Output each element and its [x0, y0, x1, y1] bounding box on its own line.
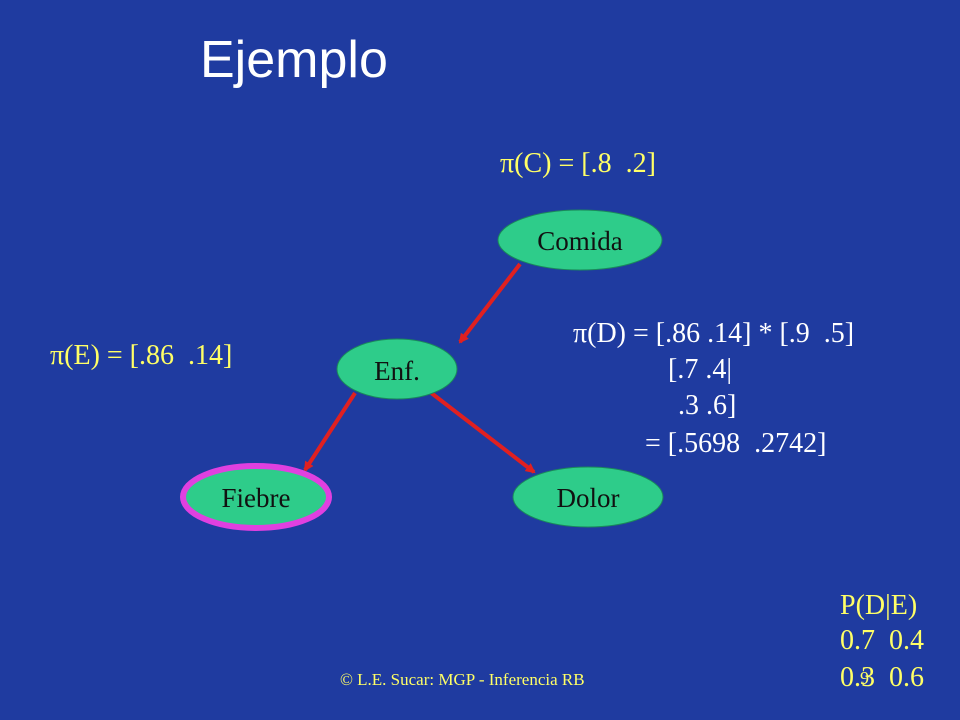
- slide-title: Ejemplo: [200, 31, 388, 89]
- node-enf[interactable]: Enf.: [336, 338, 458, 400]
- pi-d-line-4: = [.5698 .2742]: [645, 428, 827, 459]
- edge-enf-dolor: [428, 390, 536, 474]
- pi-d-line-3: .3 .6]: [678, 390, 737, 421]
- pi-d-line-2: [.7 .4|: [668, 354, 732, 385]
- edge-enf-fiebre: [303, 391, 357, 472]
- node-fiebre-label: Fiebre: [222, 483, 291, 513]
- pi-d-line-1: π(D) = [.86 .14] * [.9 .5]: [573, 318, 855, 349]
- cpt-title: P(D|E): [840, 590, 918, 621]
- node-fiebre[interactable]: Fiebre: [180, 463, 332, 531]
- evidence-highlight-ring: [180, 463, 332, 531]
- edge-comida-enf: [458, 262, 522, 344]
- cpt-row-1: 0.7 0.4: [840, 625, 924, 656]
- page-number: 9: [860, 668, 869, 688]
- node-comida[interactable]: Comida: [497, 209, 663, 271]
- slide-footer: © L.E. Sucar: MGP - Inferencia RB: [340, 670, 585, 689]
- cpt-row-2: 0.3 0.6: [840, 662, 924, 693]
- node-enf-label: Enf.: [374, 356, 420, 386]
- node-dolor-label: Dolor: [557, 483, 620, 513]
- pi-e-annotation: π(E) = [.86 .14]: [50, 340, 233, 371]
- node-dolor[interactable]: Dolor: [512, 466, 664, 528]
- pi-c-annotation: π(C) = [.8 .2]: [500, 148, 656, 179]
- node-comida-label: Comida: [537, 226, 623, 256]
